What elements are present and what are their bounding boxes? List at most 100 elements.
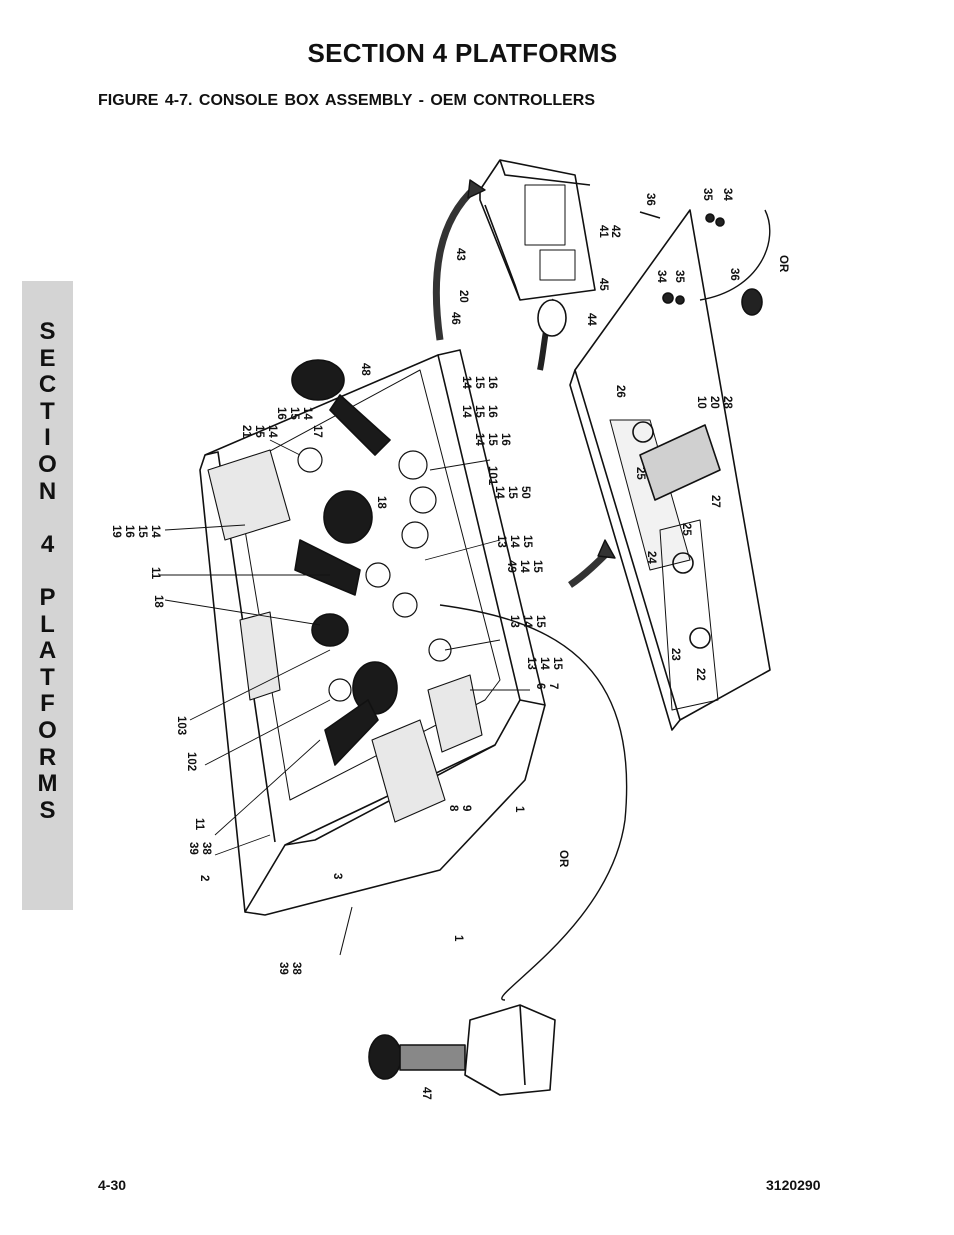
- callout-label: 19: [110, 525, 122, 538]
- callout-label: 15: [551, 657, 563, 670]
- callout-label: 14: [266, 425, 278, 438]
- callout-label: OR: [777, 255, 789, 273]
- callout-label: 41: [597, 225, 609, 238]
- callout-label: 1: [513, 806, 525, 813]
- side-tab-letter: S: [39, 318, 56, 345]
- figure-title: FIGURE 4-7. CONSOLE BOX ASSEMBLY - OEM C…: [98, 92, 596, 109]
- callout-label: OR: [557, 850, 569, 868]
- side-tab-letter: N: [38, 477, 57, 505]
- callout-label: 16: [486, 405, 498, 418]
- callout-label: 7: [547, 683, 559, 689]
- callout-label: 20: [708, 396, 720, 409]
- page-number: 4-30: [98, 1177, 127, 1193]
- callout-label: 6: [534, 683, 546, 689]
- callout-label: 14: [518, 560, 530, 573]
- callout-label: 15: [136, 525, 148, 538]
- callout-label: 28: [721, 396, 733, 409]
- callout-label: 8: [447, 805, 459, 812]
- assembly-arrows: [339, 179, 771, 1001]
- side-tab-letter: R: [38, 743, 57, 771]
- side-tab-letter: C: [38, 371, 57, 399]
- console-switches: [297, 447, 452, 702]
- leader-lines: [160, 439, 530, 856]
- callout-label: 2: [198, 875, 210, 881]
- callout-label: 26: [614, 385, 626, 398]
- side-tab-letter: 4: [40, 530, 55, 558]
- callout-label: 14: [301, 407, 313, 420]
- callout-label: 101: [486, 466, 498, 486]
- joystick-controllers: [291, 359, 398, 766]
- callout-label: 3: [331, 873, 343, 879]
- callout-label: 42: [609, 225, 621, 238]
- callout-label: 13: [495, 535, 507, 548]
- side-tab-letter: S: [39, 796, 56, 824]
- callout-label: 27: [709, 495, 721, 508]
- callout-label: 102: [185, 752, 197, 771]
- callout-label: 48: [359, 363, 371, 376]
- callout-label: 39: [187, 842, 199, 855]
- callout-label: 46: [449, 312, 461, 325]
- callout-numbers: 36 35 34 41 42 43 OR 36 34 35 45 44 20 4…: [110, 188, 789, 1100]
- callout-label: 14: [460, 405, 472, 418]
- callout-label: 21: [240, 425, 252, 438]
- callout-label: 44: [585, 313, 597, 326]
- callout-label: 18: [152, 595, 164, 608]
- callout-label: 16: [123, 525, 135, 538]
- document-number: 3120290: [766, 1177, 821, 1193]
- cable-assembly: [537, 298, 567, 371]
- callout-label: 15: [473, 376, 485, 389]
- callout-label: 16: [486, 376, 498, 389]
- callout-label: 43: [454, 248, 466, 261]
- mounting-hardware: [639, 211, 763, 316]
- callout-label: 34: [655, 270, 667, 283]
- side-tab-letter: T: [40, 663, 55, 691]
- callout-label: 45: [597, 278, 609, 291]
- callout-label: 49: [505, 560, 517, 573]
- callout-label: 14: [508, 535, 520, 548]
- callout-label: 16: [275, 407, 287, 420]
- callout-label: 36: [644, 193, 656, 206]
- callout-label: 11: [149, 567, 161, 580]
- section-title: SECTION 4 PLATFORMS: [307, 38, 618, 68]
- callout-label: 15: [473, 405, 485, 418]
- callout-label: 38: [200, 842, 212, 855]
- callout-label: 23: [669, 648, 681, 661]
- callout-label: 14: [493, 486, 505, 499]
- callout-label: 15: [486, 433, 498, 446]
- side-tab-letter: P: [39, 583, 56, 611]
- callout-label: 15: [521, 535, 533, 548]
- console-labels: [207, 449, 483, 823]
- callout-label: 13: [525, 657, 537, 670]
- callout-label: 36: [728, 268, 740, 281]
- side-tab-letter: T: [40, 397, 55, 425]
- control-module: [479, 159, 596, 301]
- callout-label: 38: [290, 962, 302, 975]
- callout-label: 35: [701, 188, 713, 201]
- side-tab-letter: I: [44, 424, 51, 452]
- callout-label: 14: [521, 615, 533, 628]
- callout-label: 15: [531, 560, 543, 573]
- section-side-tab: S E C T I O N 4 P L A T F O R M S: [22, 281, 73, 910]
- callout-label: 1: [452, 935, 464, 942]
- side-tab-letter: E: [39, 344, 56, 372]
- callout-label: 15: [506, 486, 518, 499]
- callout-label: 13: [508, 615, 520, 628]
- callout-label: 15: [534, 615, 546, 628]
- side-tab-letter: M: [37, 770, 58, 798]
- callout-label: 103: [175, 716, 187, 735]
- callout-label: 34: [721, 188, 733, 201]
- callout-label: 24: [645, 551, 657, 564]
- terminal-strip: [639, 424, 721, 501]
- callout-label: 9: [460, 805, 472, 811]
- callout-label: 25: [634, 467, 646, 480]
- callout-label: 39: [277, 962, 289, 975]
- side-tab-letter: A: [38, 637, 57, 665]
- callout-label: 35: [673, 270, 685, 283]
- callout-label: 14: [149, 525, 161, 538]
- side-tab-letter: O: [38, 716, 57, 744]
- callout-label: 20: [457, 290, 469, 303]
- callout-label: 18: [375, 496, 387, 509]
- side-tab-letter: O: [38, 450, 57, 478]
- callout-label: 14: [473, 433, 485, 446]
